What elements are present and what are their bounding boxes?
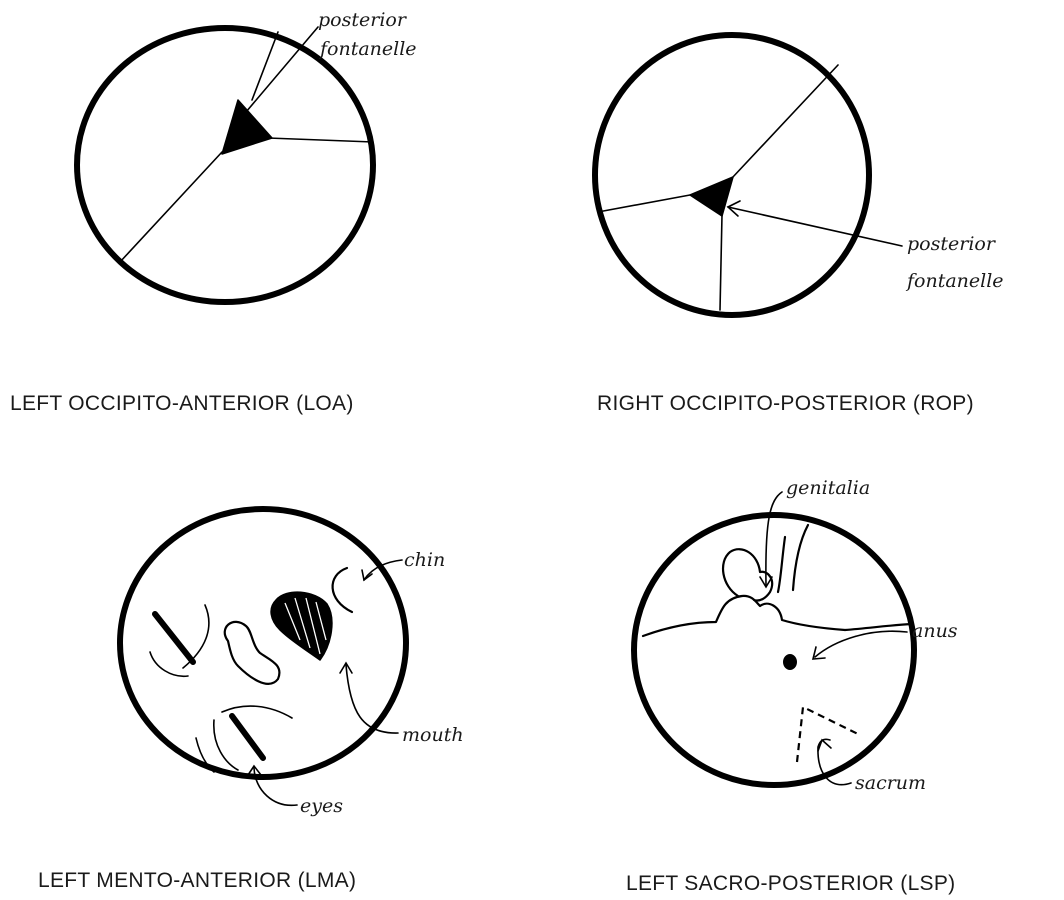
lma-fetal-face-outline [120, 509, 406, 777]
lsp-genitalia-pointer [766, 492, 782, 585]
lsp-anus-marker [783, 654, 797, 670]
lma-chin-contour [333, 568, 352, 612]
lma-nose-contour [225, 622, 280, 684]
lsp-fetal-breech-outline [634, 515, 914, 785]
rop-caption: RIGHT OCCIPITO-POSTERIOR (ROP) [597, 392, 974, 415]
rop-label-pointer [728, 207, 902, 246]
lsp-left-leg-contour [778, 537, 785, 592]
loa-suture-line-lower-left [120, 152, 222, 262]
lma-label-chin: chin [404, 549, 445, 571]
lma-cheek-lower [214, 720, 238, 770]
lma-label-eyes: eyes [300, 795, 343, 817]
lsp-caption: LEFT SACRO-POSTERIOR (LSP) [626, 872, 955, 895]
rop-suture-line-left [598, 195, 690, 212]
lma-eye-upper [155, 614, 193, 662]
lma-cheek-upper [150, 652, 188, 676]
loa-label-fontanelle: fontanelle [318, 38, 417, 60]
lsp-label-sacrum: sacrum [855, 772, 926, 794]
lma-caption: LEFT MENTO-ANTERIOR (LMA) [38, 869, 356, 892]
lsp-label-anus: anus [912, 620, 958, 642]
lsp-label-genitalia: genitalia [786, 477, 870, 499]
loa-suture-line-right [268, 138, 373, 142]
rop-label-posterior: posterior [907, 233, 997, 255]
lsp-anus-pointer [815, 631, 907, 657]
loa-posterior-fontanelle-marker [222, 100, 272, 154]
panel-loa: posterior fontanelle LEFT OCCIPITO-ANTER… [10, 9, 417, 415]
panel-lsp: genitalia anus sacrum LEFT SACRO-POSTERI… [626, 477, 958, 895]
rop-fetal-head-outline [595, 35, 869, 315]
panel-lma: chin mouth eyes LEFT MENTO-ANTERIOR (LMA… [38, 509, 464, 892]
rop-suture-line-lower [720, 215, 722, 310]
lma-eye-lower [232, 716, 263, 758]
rop-suture-line-upper-right [732, 65, 838, 178]
loa-label-posterior: posterior [318, 9, 408, 31]
loa-caption: LEFT OCCIPITO-ANTERIOR (LOA) [10, 392, 354, 415]
lsp-genitalia-shape [723, 549, 772, 600]
rop-posterior-fontanelle-marker [690, 177, 733, 216]
lsp-sacrum-dashed-outline [797, 707, 860, 762]
panel-rop: posterior fontanelle RIGHT OCCIPITO-POST… [595, 35, 1004, 415]
lsp-thigh-crease [643, 596, 912, 636]
lsp-right-leg-contour [793, 525, 808, 590]
lma-label-mouth: mouth [402, 724, 464, 746]
rop-label-fontanelle: fontanelle [905, 270, 1004, 292]
